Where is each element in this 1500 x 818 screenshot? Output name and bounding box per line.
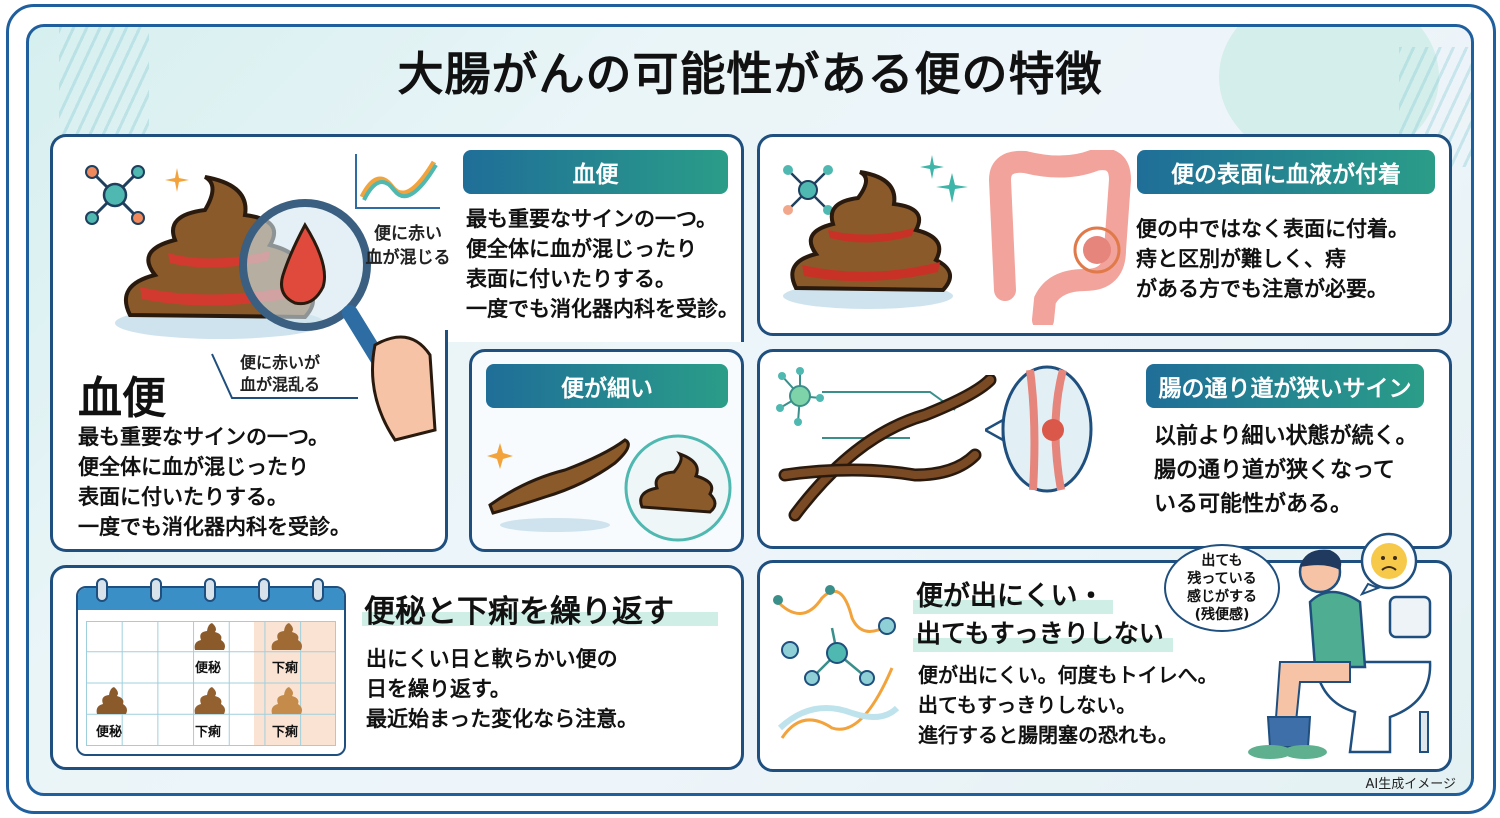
calendar-label: 下痢 <box>195 725 222 740</box>
bloody-stool-description-2: 最も重要なサインの一つ。 便全体に血が混じったり 表面に付いたりする。 一度でも… <box>78 425 351 539</box>
sparkle-icon <box>165 168 189 192</box>
badge-thin-stool: 便が細い <box>486 364 728 408</box>
stool-icon <box>194 623 225 650</box>
person-on-toilet-icon <box>1248 549 1432 759</box>
incomplete-heading-line1: 便が出にくい・ <box>916 581 1105 612</box>
bloody-stool-description: 最も重要なサインの一つ。 便全体に血が混じったり 表面に付いたりする。 一度でも… <box>466 207 739 321</box>
magnifier-icon <box>239 199 437 442</box>
callout-line <box>211 353 358 399</box>
calendar-label: 下痢 <box>272 725 299 740</box>
speech-bubble: 出ても 残っている 感じがする (残便感) <box>1164 544 1280 632</box>
thin-long-stool-icon <box>778 375 997 522</box>
thin-stool-icon <box>487 425 630 532</box>
alternating-heading: 便秘と下痢を繰り返す <box>364 594 674 630</box>
sparkle-icon <box>920 155 968 203</box>
page-title: 大腸がんの可能性がある便の特徴 <box>397 47 1103 101</box>
line-chart-icon <box>355 154 440 209</box>
molecule-wave-icon <box>773 585 900 739</box>
badge-surface-blood: 便の表面に血液が付着 <box>1137 150 1435 194</box>
ai-generated-label: AI生成イメージ <box>1365 777 1456 792</box>
calendar-label: 便秘 <box>195 661 222 676</box>
stool-icon <box>194 687 225 714</box>
narrow-passage-description: 以前より細い状態が続く。 腸の通り道が狭くなって いる可能性がある。 <box>1154 424 1418 517</box>
molecule-icon <box>783 165 833 215</box>
colon-icon <box>988 150 1132 325</box>
badge-narrow-passage: 腸の通り道が狭いサイン <box>1146 364 1424 408</box>
worried-face-icon <box>1360 532 1418 596</box>
calendar-label: 便秘 <box>96 725 123 740</box>
callout-note: 便に赤いが 血が混乱る <box>240 353 321 394</box>
stool-icon <box>96 687 127 714</box>
molecule-icon <box>85 165 145 225</box>
heading-highlight <box>362 612 718 626</box>
stool-surface-blood-icon <box>783 170 953 309</box>
calendar-rings <box>96 578 324 602</box>
badge-bloody-stool: 血便 <box>463 150 728 194</box>
stool-icon <box>271 623 302 650</box>
heading-highlight <box>913 638 1173 652</box>
normal-stool-circle-icon <box>624 434 732 542</box>
alternating-description: 出にくい日と軟らかい便の 日を繰り返す。 最近始まった変化なら注意。 <box>366 647 639 731</box>
incomplete-description: 便が出にくい。何度もトイレへ。 出てもすっきりしない。 進行すると腸閉塞の恐れも… <box>918 663 1218 747</box>
molecule-icon <box>776 367 824 426</box>
decor-stripes <box>59 27 149 147</box>
incomplete-heading-line2: 出てもすっきりしない <box>916 619 1164 648</box>
narrowed-intestine-icon <box>985 365 1093 493</box>
heading-highlight <box>913 600 1113 614</box>
big-label-bloody-stool: 血便 <box>78 373 166 424</box>
stool-icon <box>271 687 302 714</box>
chart-note: 便に赤い 血が混じる <box>365 224 451 268</box>
calendar-label: 下痢 <box>272 661 299 676</box>
surface-blood-description: 便の中ではなく表面に付着。 痔と区別が難しく、痔 がある方でも注意が必要。 <box>1136 217 1409 301</box>
